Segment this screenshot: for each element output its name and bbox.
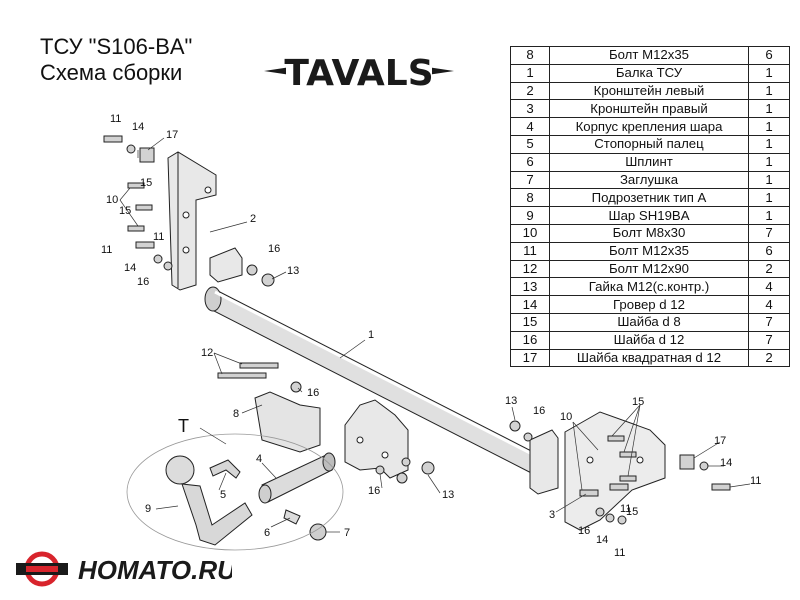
- callout-14-top-left: 14: [132, 121, 144, 133]
- tow-ball-part-9: [165, 455, 253, 546]
- callout-16-left: 16: [137, 276, 149, 288]
- callout-14-bottom: 14: [596, 534, 608, 546]
- callout-8: 8: [233, 408, 239, 420]
- callout-11-left-low: 11: [101, 244, 112, 256]
- callout-2: 2: [250, 213, 256, 225]
- fasteners-right: [579, 435, 731, 525]
- callout-3: 3: [549, 509, 555, 521]
- leader-lines: [119, 137, 751, 533]
- callout-1: 1: [368, 329, 374, 341]
- callout-15-bottom: 15: [626, 506, 638, 518]
- callout-7: 7: [344, 527, 350, 539]
- callout-15-left-top: 15: [140, 177, 152, 189]
- locking-pin-part-5: [209, 459, 241, 479]
- callout-11-left-mid: 11: [153, 231, 164, 243]
- callout-16-top: 16: [268, 243, 280, 255]
- callout-13-right: 13: [505, 395, 517, 407]
- callout-16-middle: 16: [307, 387, 319, 399]
- part-number-cell: 16: [510, 330, 550, 350]
- ball-mount-body-part-4: [258, 452, 336, 504]
- callout-14-left: 14: [124, 262, 136, 274]
- callout-10-right: 10: [560, 411, 572, 423]
- bracket-left-part-2: [167, 151, 217, 291]
- callout-14-right: 14: [720, 457, 732, 469]
- callout-15-left: 15: [119, 205, 131, 217]
- part-quantity-cell: 1: [748, 170, 790, 190]
- callout-9: 9: [145, 503, 151, 515]
- beam-part-1: [204, 286, 546, 481]
- part-description-cell: Кронштейн правый: [549, 99, 749, 119]
- title-model: ТСУ "S106-BA": [40, 34, 193, 59]
- callout-11-right: 11: [750, 475, 761, 487]
- callout-13-middle: 13: [442, 489, 454, 501]
- part-number-cell: 14: [510, 295, 550, 314]
- callout-11-bottom: 11: [614, 547, 625, 559]
- callout-13-left: 13: [287, 265, 299, 277]
- callout-12: 12: [201, 347, 213, 359]
- part-number-cell: 10: [510, 223, 550, 243]
- socket-holder-part-8: [254, 391, 321, 453]
- tavals-logo-text: TAVALS: [284, 53, 433, 94]
- callout-6: 6: [264, 527, 270, 539]
- callout-5: 5: [220, 489, 226, 501]
- tavals-logo: TAVALS: [264, 52, 454, 94]
- title-subtitle: Схема сборки: [40, 60, 183, 85]
- callout-17-right: 17: [714, 435, 726, 447]
- callout-11-bottom-right: 11: [620, 503, 631, 515]
- cotter-pin-part-6: [283, 509, 301, 525]
- callout-11-top-left: 11: [110, 113, 121, 125]
- callout-17-left: 17: [166, 129, 178, 141]
- callout-16-bottom-right: 16: [578, 525, 590, 537]
- homato-watermark-logo: HOMATO.RU: [16, 551, 232, 587]
- callout-16-bottom-mid: 16: [368, 485, 380, 497]
- callout-16-right: 16: [533, 405, 545, 417]
- part-description-cell: Заглушка: [549, 170, 749, 190]
- part-number-cell: 13: [510, 277, 550, 297]
- callout-10-left: 10: [106, 194, 118, 206]
- fasteners-middle: [217, 362, 533, 484]
- part-number-cell: 17: [510, 348, 550, 368]
- part-description-cell: Кронштейн левый: [549, 81, 749, 101]
- part-description-cell: Болт М12х90: [549, 259, 749, 279]
- callout-4: 4: [256, 453, 262, 465]
- homato-logo-text: HOMATO.RU: [78, 555, 232, 585]
- callout-kit-t: T: [178, 416, 189, 436]
- fasteners-left: [103, 135, 275, 287]
- bracket-middle: [344, 399, 409, 479]
- part-description-cell: Шайба квадратная d 12: [549, 348, 749, 368]
- part-quantity-cell: 2: [748, 348, 790, 368]
- callout-15-right: 15: [632, 396, 644, 408]
